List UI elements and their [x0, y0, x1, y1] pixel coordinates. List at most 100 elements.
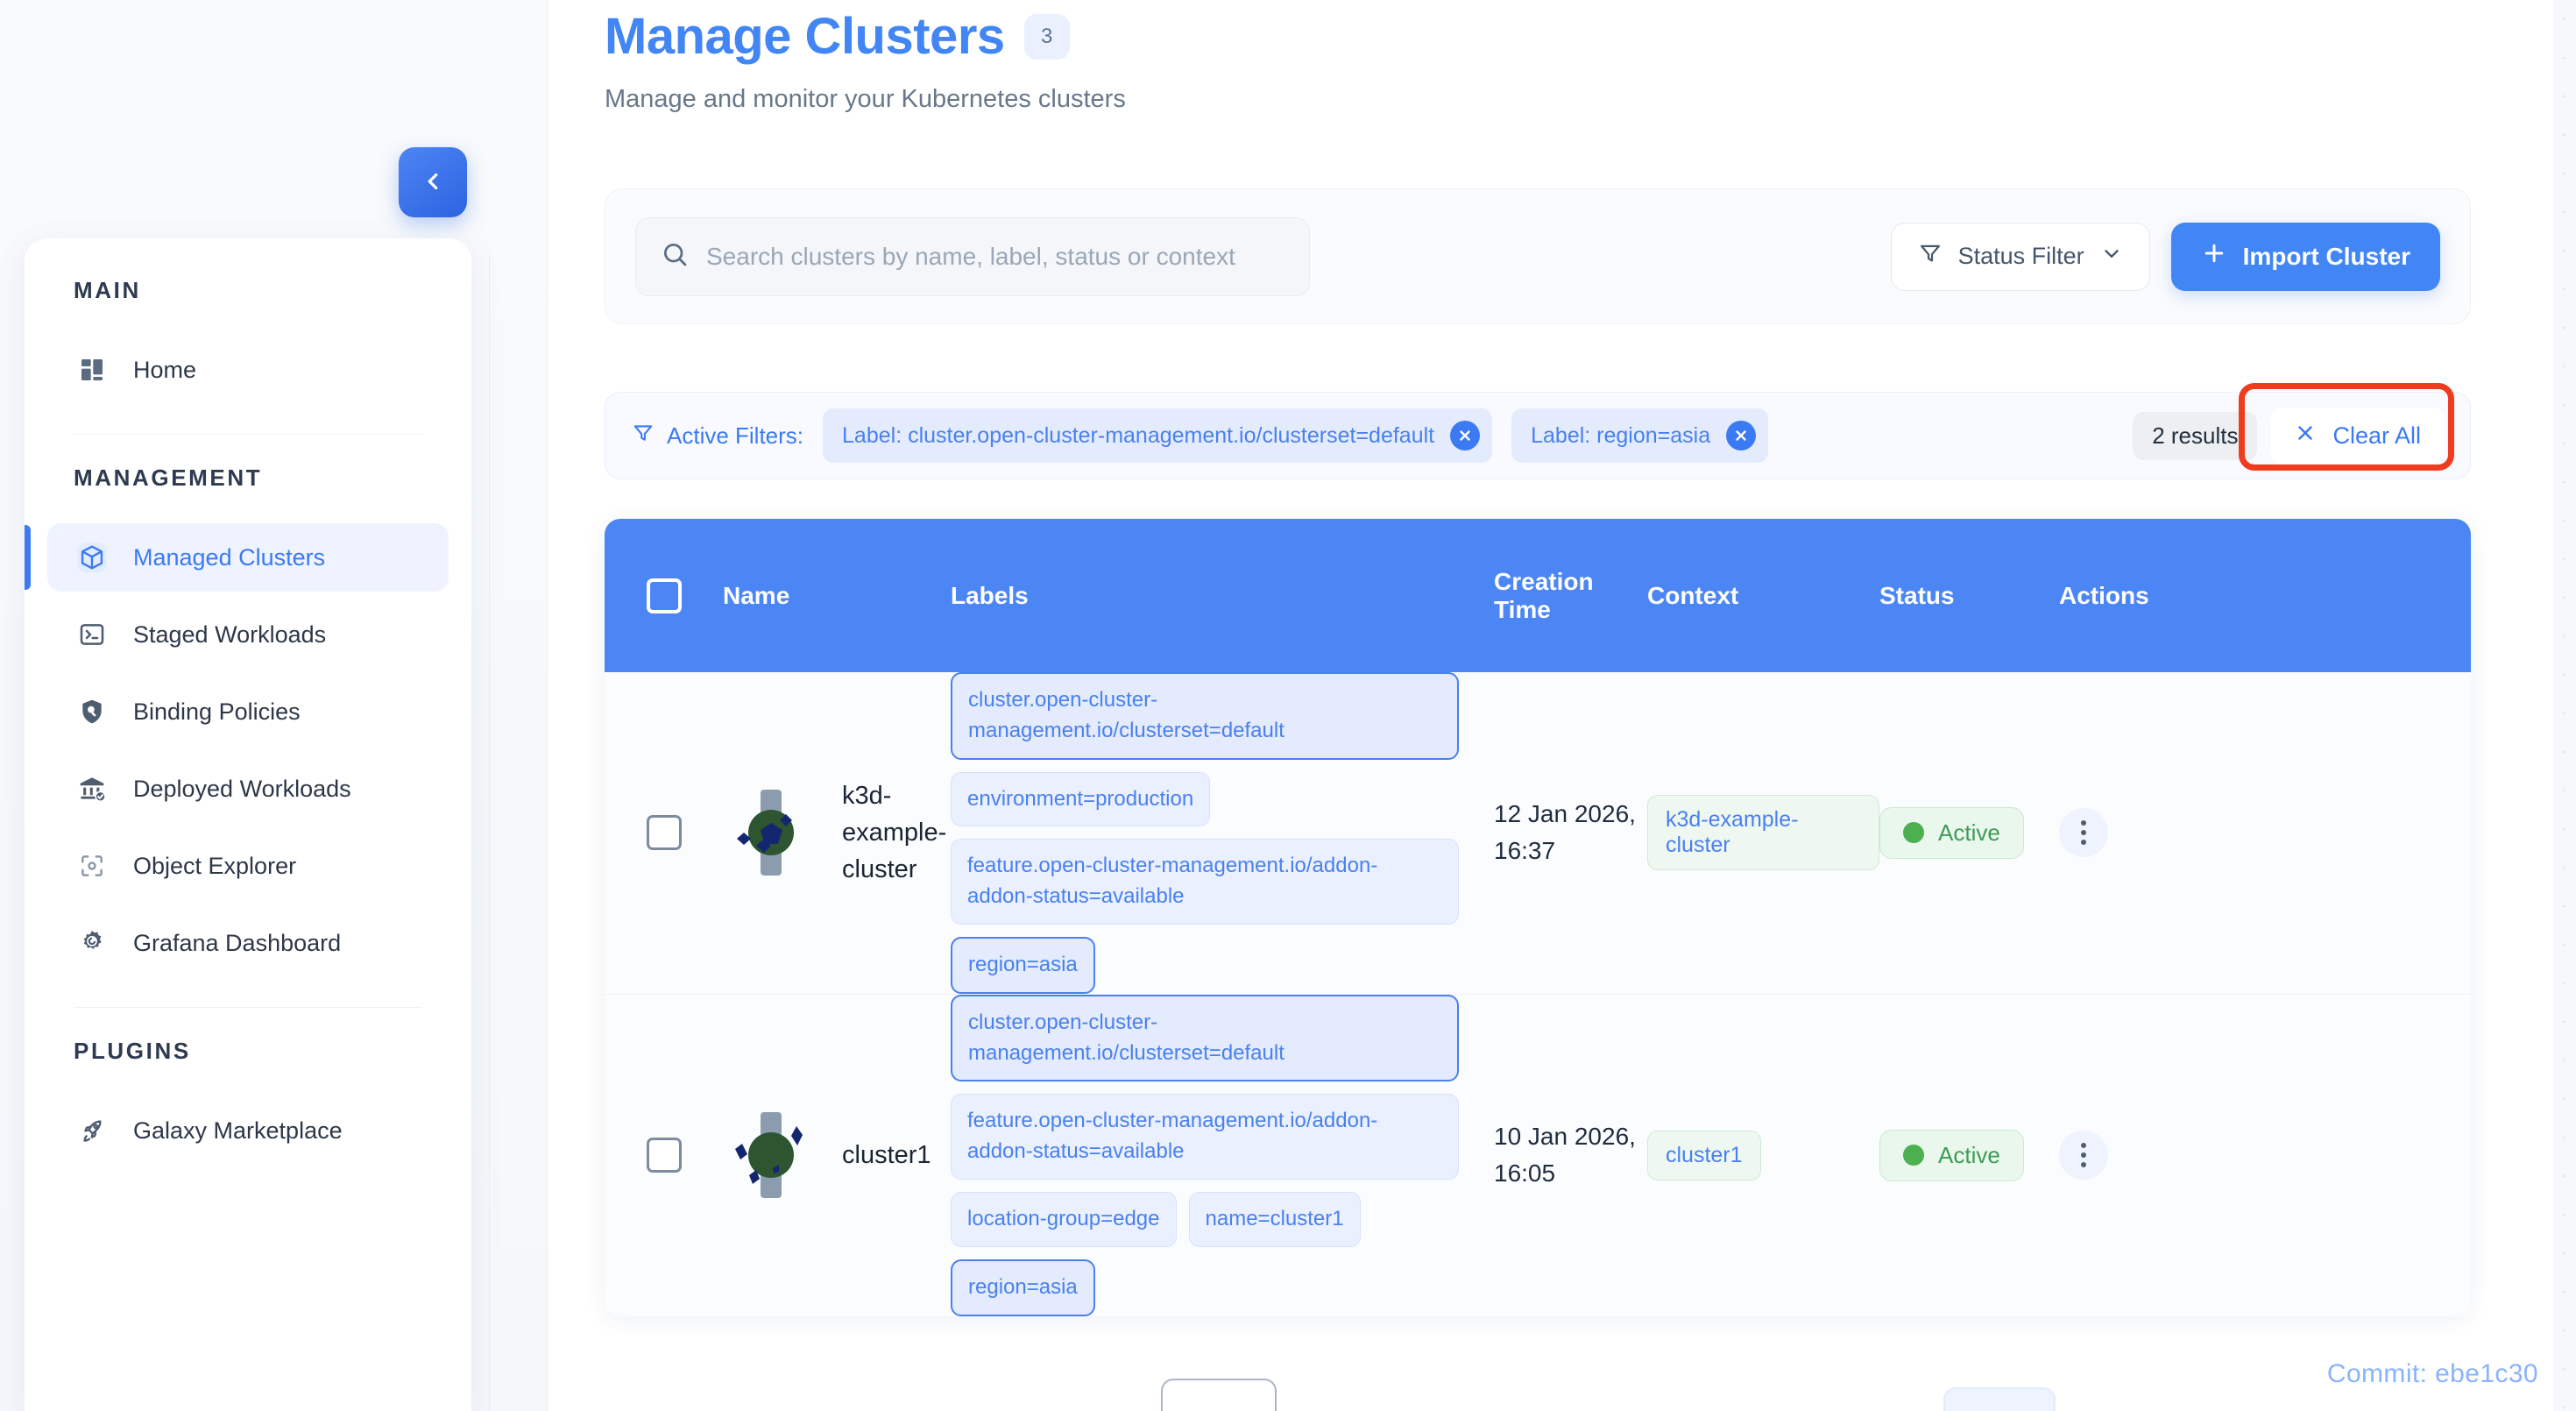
status-dot-icon — [1903, 822, 1924, 844]
sidebar-item-home[interactable]: Home — [47, 336, 449, 404]
status-filter-dropdown[interactable]: Status Filter — [1890, 222, 2150, 291]
search-icon — [661, 240, 689, 273]
filter-chip[interactable]: Label: region=asia — [1511, 408, 1769, 463]
cluster-name: cluster1 — [842, 1141, 931, 1170]
sidebar-item-object-explorer[interactable]: Object Explorer — [47, 832, 449, 900]
actions-cell — [2059, 808, 2471, 858]
page-subtitle: Manage and monitor your Kubernetes clust… — [605, 85, 1126, 113]
nav-divider-1 — [74, 434, 422, 435]
active-filters-label: Active Filters: — [667, 422, 804, 449]
filters-summary: 2 results Clear All — [2133, 382, 2454, 471]
sidebar-item-label: Managed Clusters — [133, 543, 326, 571]
chevron-left-icon — [420, 168, 446, 197]
sidebar-item-label: Staged Workloads — [133, 620, 327, 648]
remove-filter-icon[interactable] — [1450, 421, 1481, 450]
toolbar-actions: Status Filter Import Cluster — [1890, 222, 2440, 291]
plus-icon — [2201, 240, 2227, 273]
search-toolbar: Status Filter Import Cluster — [605, 188, 2471, 324]
remove-filter-icon[interactable] — [1726, 421, 1757, 450]
sidebar-item-galaxy-marketplace[interactable]: Galaxy Marketplace — [47, 1096, 449, 1165]
filter-chip-label: Label: region=asia — [1531, 422, 1711, 448]
pagination-page-indicator[interactable] — [1943, 1387, 2056, 1411]
filter-chip-label: Label: cluster.open-cluster-management.i… — [842, 422, 1435, 448]
cluster-label[interactable]: region=asia — [951, 936, 1095, 994]
page-header: Manage Clusters 3 Manage and monitor you… — [548, 0, 2554, 114]
status-label: Active — [1938, 1141, 2000, 1168]
rocket-icon — [77, 1116, 107, 1145]
sidebar-rail-divider — [489, 256, 490, 1411]
pagination-control-left[interactable] — [1161, 1379, 1277, 1411]
context-cell: cluster1 — [1647, 1130, 1879, 1181]
page-title: Manage Clusters — [605, 8, 1005, 65]
cluster-label[interactable]: environment=production — [951, 771, 1211, 827]
context-chip[interactable]: cluster1 — [1647, 1130, 1761, 1181]
row-actions-menu-icon[interactable] — [2059, 1131, 2108, 1181]
creation-time-line1: Creation — [1494, 567, 1594, 595]
sidebar-item-label: Deployed Workloads — [133, 775, 351, 802]
cluster-label[interactable]: cluster.open-cluster-management.io/clust… — [951, 994, 1459, 1082]
commit-hash: Commit: ebe1c30 — [2326, 1359, 2538, 1388]
import-cluster-button[interactable]: Import Cluster — [2170, 222, 2440, 291]
dashboard-grid-icon — [77, 355, 107, 385]
select-all-checkbox[interactable] — [647, 578, 682, 613]
cluster-count-badge: 3 — [1023, 13, 1070, 60]
sidebar-item-deployed-workloads[interactable]: Deployed Workloads — [47, 755, 449, 823]
column-header-status[interactable]: Status — [1879, 581, 1955, 609]
bank-check-icon — [77, 774, 107, 804]
sidebar-nav: MAIN Home MANAGEMENT Managed Clusters — [25, 238, 471, 1411]
column-header-context[interactable]: Context — [1647, 581, 1739, 609]
focus-target-icon — [77, 851, 107, 881]
cluster-label[interactable]: region=asia — [951, 1259, 1095, 1316]
nav-section-plugins-title: PLUGINS — [74, 1038, 191, 1064]
status-cell: Active — [1879, 1129, 2059, 1181]
sidebar-item-staged-workloads[interactable]: Staged Workloads — [47, 600, 449, 669]
import-cluster-label: Import Cluster — [2242, 242, 2410, 270]
cluster-label[interactable]: feature.open-cluster-management.io/addon… — [951, 1094, 1459, 1180]
terminal-icon — [77, 620, 107, 649]
main-content: Manage Clusters 3 Manage and monitor you… — [548, 0, 2554, 1411]
cluster-label[interactable]: cluster.open-cluster-management.io/clust… — [951, 672, 1459, 760]
cluster-label[interactable]: feature.open-cluster-management.io/addon… — [951, 839, 1459, 925]
cluster-name-cell: k3d-example-cluster — [723, 777, 951, 888]
column-header-labels[interactable]: Labels — [951, 581, 1029, 609]
column-header-actions: Actions — [2059, 581, 2149, 609]
sidebar-collapse-button[interactable] — [399, 147, 467, 217]
row-checkbox[interactable] — [647, 815, 682, 851]
sidebar-item-label: Binding Policies — [133, 698, 301, 725]
search-input[interactable] — [706, 242, 1284, 271]
creation-time: 10 Jan 2026, 16:05 — [1494, 1123, 1636, 1188]
title-row: Manage Clusters 3 — [605, 0, 2554, 66]
sidebar-item-managed-clusters[interactable]: Managed Clusters — [25, 523, 449, 592]
cluster-label[interactable]: name=cluster1 — [1188, 1191, 1361, 1247]
active-filters-label-group: Active Filters: — [632, 422, 803, 450]
table-row[interactable]: k3d-example-cluster cluster.open-cluster… — [605, 672, 2471, 995]
sidebar-item-label: Grafana Dashboard — [133, 929, 342, 956]
sidebar-item-grafana-dashboard[interactable]: Grafana Dashboard — [47, 909, 449, 977]
chevron-down-icon — [2100, 242, 2123, 271]
filter-chip[interactable]: Label: cluster.open-cluster-management.i… — [823, 408, 1493, 463]
cluster-label[interactable]: location-group=edge — [951, 1191, 1177, 1247]
column-header-name[interactable]: Name — [723, 581, 790, 609]
context-chip[interactable]: k3d-example-cluster — [1647, 795, 1879, 871]
clear-all-button[interactable]: Clear All — [2271, 407, 2444, 464]
table-row[interactable]: cluster1 cluster.open-cluster-management… — [605, 994, 2471, 1316]
sidebar-item-label: Home — [133, 356, 197, 383]
nav-divider-2 — [74, 1007, 422, 1008]
cluster-logo-icon — [723, 784, 819, 881]
cluster-labels-cell: cluster.open-cluster-management.io/clust… — [951, 672, 1494, 994]
active-filters-bar: Active Filters: Label: cluster.open-clus… — [605, 382, 2471, 479]
column-header-creation-time[interactable]: Creation Time — [1494, 568, 1647, 624]
cluster-labels-cell: cluster.open-cluster-management.io/clust… — [951, 994, 1494, 1316]
status-label: Active — [1938, 819, 2000, 846]
row-actions-menu-icon[interactable] — [2059, 808, 2108, 858]
clusters-table: Name Labels Creation Time Context Status… — [605, 519, 2471, 1316]
nav-section-main-title: MAIN — [74, 277, 141, 303]
context-cell: k3d-example-cluster — [1647, 795, 1879, 871]
row-checkbox[interactable] — [647, 1138, 682, 1173]
search-box[interactable] — [635, 216, 1310, 296]
status-badge: Active — [1879, 1129, 2024, 1181]
sidebar-item-binding-policies[interactable]: Binding Policies — [47, 677, 449, 746]
status-badge: Active — [1879, 806, 2024, 859]
status-dot-icon — [1903, 1145, 1924, 1166]
